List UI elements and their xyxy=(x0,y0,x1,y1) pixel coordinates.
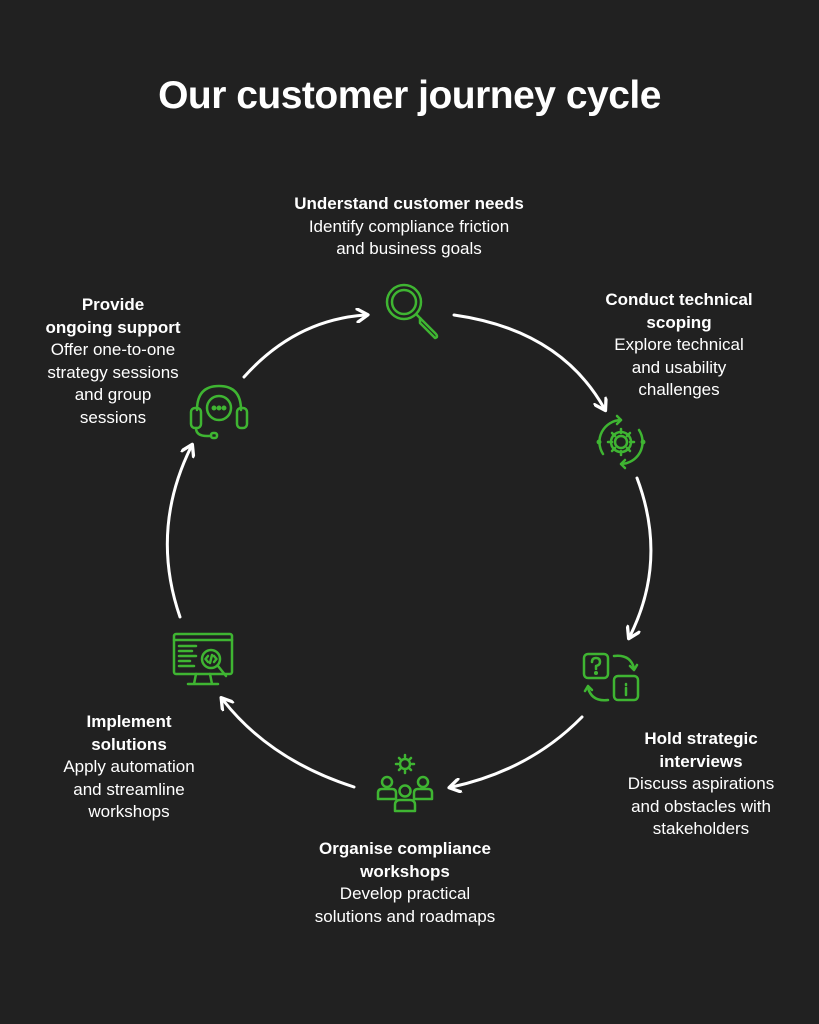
step-desc-line: Develop practical xyxy=(339,884,471,903)
step-desc-line: workshops xyxy=(88,802,170,821)
step-interviews: Hold strategic interviews Discuss aspira… xyxy=(596,728,806,841)
team-gear-icon xyxy=(374,753,436,813)
arrow-workshops-to-implement xyxy=(223,700,356,789)
step-desc-line: Discuss aspirations xyxy=(627,774,775,793)
step-desc-line: Identify compliance friction xyxy=(308,216,510,236)
step-support: Provide ongoing support Offer one-to-one… xyxy=(18,294,208,429)
question-info-exchange-icon xyxy=(580,646,642,708)
step-scoping: Conduct technical scoping Explore techni… xyxy=(569,289,789,402)
arrow-support-to-understand xyxy=(242,315,365,379)
magnifier-icon xyxy=(380,279,444,343)
step-heading-line: scoping xyxy=(646,312,712,332)
step-desc-line: and business goals xyxy=(336,239,482,258)
arrow-scoping-to-interviews xyxy=(630,476,653,636)
step-heading-line: ongoing support xyxy=(45,317,181,337)
step-desc-line: sessions xyxy=(79,407,147,427)
page-title: Our customer journey cycle xyxy=(158,74,661,117)
step-heading-line: Organise compliance xyxy=(319,839,491,858)
step-desc-line: and streamline xyxy=(73,779,185,799)
step-heading-line: solutions xyxy=(91,734,167,754)
step-heading-line: Provide xyxy=(81,295,145,314)
step-desc-line: solutions and roadmaps xyxy=(314,906,496,926)
step-desc-line: Apply automation xyxy=(63,757,195,776)
arrow-implement-to-support xyxy=(165,447,191,619)
step-heading-line: workshops xyxy=(360,861,450,881)
step-heading: Understand customer needs xyxy=(294,194,524,213)
step-desc-line: stakeholders xyxy=(652,819,750,838)
step-desc-line: Offer one-to-one xyxy=(50,340,176,359)
step-workshops: Organise compliance workshops Develop pr… xyxy=(280,838,530,928)
step-desc-line: challenges xyxy=(638,380,720,399)
step-desc-line: Explore technical xyxy=(614,335,744,354)
step-implement: Implement solutions Apply automation and… xyxy=(34,711,224,824)
code-monitor-icon xyxy=(170,630,236,690)
step-heading-line: interviews xyxy=(659,751,743,771)
step-desc-line: strategy sessions xyxy=(47,362,179,382)
step-heading-line: Hold strategic xyxy=(644,729,758,748)
step-heading-line: Implement xyxy=(86,712,172,731)
arrow-interviews-to-workshops xyxy=(452,715,584,787)
headset-support-icon xyxy=(187,380,251,442)
step-understand: Understand customer needs Identify compl… xyxy=(254,193,564,261)
step-desc-line: and group xyxy=(74,385,152,404)
arrow-understand-to-scoping xyxy=(452,313,604,408)
step-desc-line: and obstacles with xyxy=(631,796,771,816)
step-heading-line: Conduct technical xyxy=(605,290,753,309)
step-desc-line: and usability xyxy=(631,357,727,377)
gear-cycle-icon xyxy=(591,412,651,472)
